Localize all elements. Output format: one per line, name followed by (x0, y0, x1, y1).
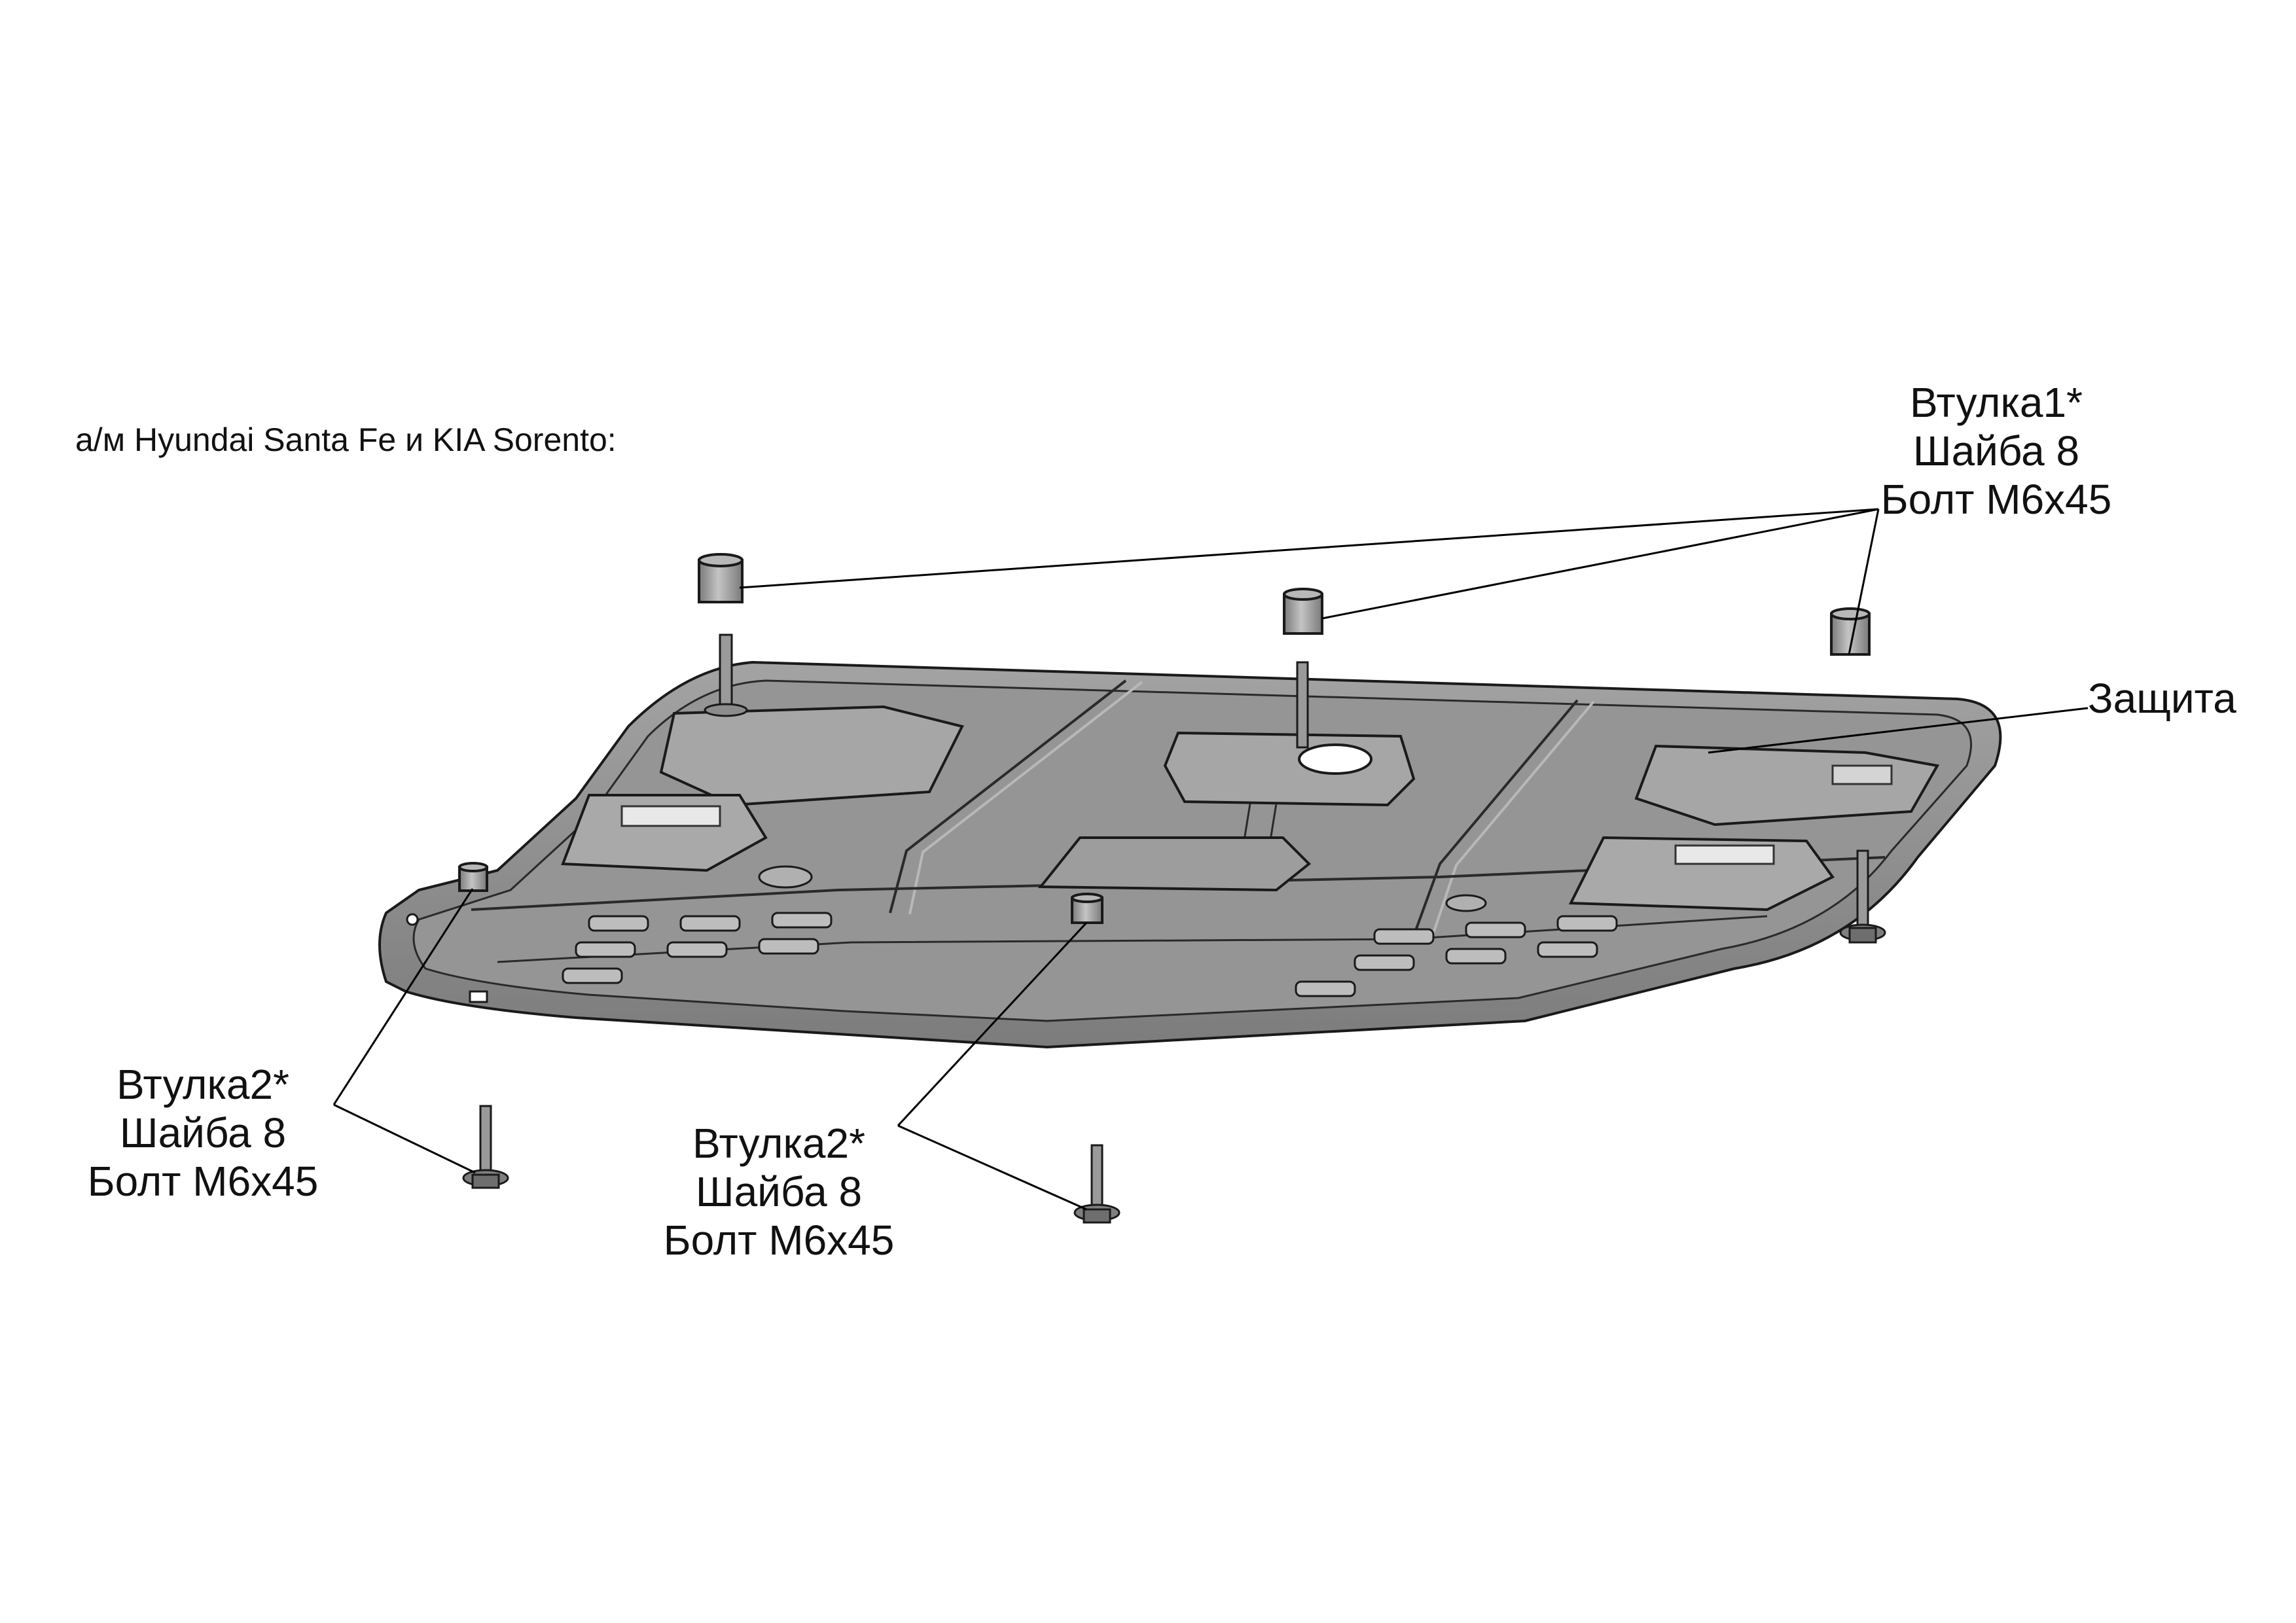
pad-center-low (1037, 836, 1311, 892)
slot-right-mid (1674, 844, 1775, 865)
callout-line: Шайба 8 (1912, 427, 2080, 474)
leader-top-2 (1321, 508, 1879, 620)
vent-slots-left (562, 912, 833, 984)
rib-2-shadow (1431, 700, 1595, 938)
rib-1-shadow (908, 681, 1143, 915)
callout-line: Шайба 8 (695, 1168, 863, 1215)
leader-guard (1708, 707, 2089, 754)
bolt-icon (1073, 1144, 1121, 1224)
rib-1 (889, 679, 1127, 914)
boss-1 (758, 865, 813, 889)
callout-line: Шайба 8 (119, 1109, 287, 1156)
bushing-icon (458, 862, 488, 892)
vehicle-caption: а/м Hyundai Santa Fe и KIA Sorento: (75, 421, 617, 458)
leader-left-bolt (333, 1103, 476, 1174)
callout-line: Втулка2* (116, 1061, 290, 1108)
bolt-icon (1296, 661, 1309, 749)
callout-top-right: Втулка1* Шайба 8 Болт М6х45 (1872, 378, 2121, 524)
leader-mid-bushing (897, 921, 1088, 1127)
leader-top-3 (1848, 508, 1880, 655)
leader-left-bushing (332, 888, 474, 1105)
leader-lines (332, 508, 2089, 1211)
slot-right-top (1831, 764, 1893, 785)
center-hole (1298, 743, 1372, 775)
bushing-icon (1071, 893, 1103, 924)
pad-center (1163, 731, 1416, 807)
bushing-icon (698, 553, 744, 603)
leader-mid-bolt (897, 1124, 1087, 1211)
callout-line: Болт М6х45 (1880, 476, 2112, 523)
callout-bottom-left: Втулка2* Шайба 8 Болт М6х45 (65, 1060, 340, 1205)
rib-2 (1412, 699, 1579, 936)
skid-plate-illustration (378, 660, 2002, 1049)
bolt-icon (1839, 849, 1886, 944)
mount-hole-front (469, 990, 488, 1003)
bolt-icon (704, 633, 748, 717)
boss-2 (1445, 894, 1487, 912)
callout-line: Втулка1* (1909, 379, 2083, 426)
bushing-icon (1283, 588, 1323, 635)
mount-hole-left (406, 913, 419, 926)
vent-slots-right (1295, 915, 1618, 997)
bolt-icon (462, 1105, 509, 1189)
callout-bottom-middle: Втулка2* Шайба 8 Болт М6х45 (641, 1119, 916, 1264)
pad-right-top (1634, 744, 1940, 827)
slot-left-mid (620, 805, 721, 827)
callout-line: Втулка2* (692, 1120, 866, 1167)
pad-left-top (659, 705, 964, 807)
callout-line: Болт М6х45 (663, 1217, 895, 1264)
leader-top-1 (739, 508, 1879, 589)
callout-line: Болт М6х45 (87, 1158, 319, 1205)
callout-guard: Защита (2088, 675, 2236, 722)
